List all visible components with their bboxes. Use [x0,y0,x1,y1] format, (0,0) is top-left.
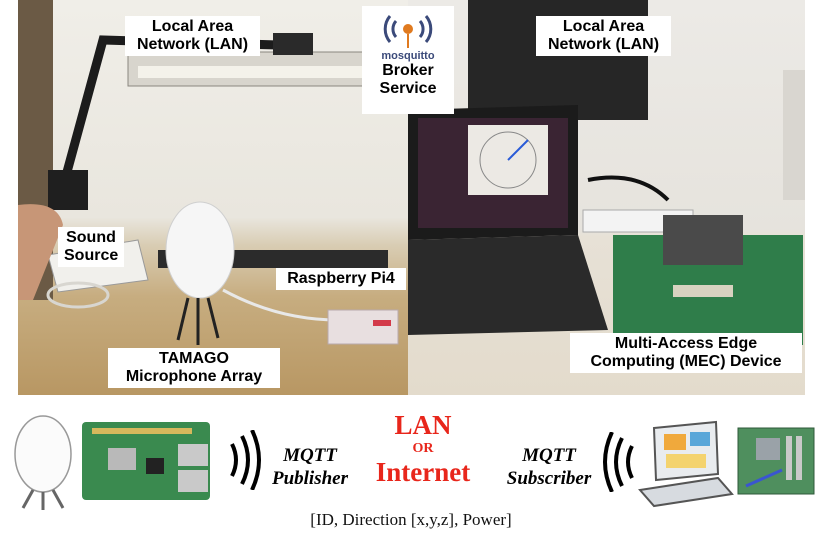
broker-service-box: mosquitto Broker Service [362,6,454,114]
subscriber-line2: Subscriber [506,468,592,489]
mec-line1: Multi-Access Edge [614,335,758,352]
network-label: LAN OR Internet [358,410,488,488]
raspberry-label: Raspberry Pi4 [276,268,406,290]
wall-panel [783,70,805,200]
right-scene-drawing [408,0,805,345]
raspberry-case [327,309,399,345]
left-photo: Local Area Network (LAN) Sound Source Ra… [18,0,408,395]
tamago-egg [165,201,235,299]
subscriber-wave-icon [603,432,634,492]
raspberry-led [373,320,391,326]
egg-microphone-icon [14,415,72,510]
sound-line1: Sound [66,229,116,246]
mosquitto-logo-icon [383,15,433,48]
lan-text: LAN [394,410,452,440]
left-lan-line2: Network (LAN) [136,36,249,53]
broker-line1: Broker [382,62,434,79]
internet-text: Internet [375,457,471,487]
tamago-line1: TAMAGO [159,350,229,367]
right-lan-line1: Local Area [562,18,645,35]
direction-vector [507,139,529,161]
mec-line2: Computing (MEC) Device [590,353,782,370]
tamago-line2: Microphone Array [125,368,263,385]
mosquitto-logo-text: mosquitto [381,50,435,62]
left-lan-line1: Local Area [151,18,234,35]
tripod [176,297,220,345]
power-cable [587,175,670,202]
subscriber-line1: MQTT [522,445,576,466]
or-text: OR [412,441,434,456]
arm-clamp [273,33,313,55]
right-lan-line2: Network (LAN) [547,36,660,53]
mqtt-subscriber-label: MQTT Subscriber [494,444,604,490]
right-photo: Local Area Network (LAN) Multi-Access Ed… [408,0,805,395]
left-scene-drawing [18,0,408,345]
hand [18,204,63,300]
publisher-wave-icon [230,430,261,490]
left-lan-label: Local Area Network (LAN) [125,16,260,56]
sound-source-label: Sound Source [58,227,124,267]
phone-cord [46,281,110,309]
sound-line2: Source [64,247,119,264]
payload-format-label: [ID, Direction [x,y,z], Power] [310,510,512,529]
right-lan-label: Local Area Network (LAN) [536,16,671,56]
laptop-keyboard [408,235,608,335]
raspberry-text: Raspberry Pi4 [287,270,395,287]
light-tube [138,66,408,78]
usb-cable [222,288,339,322]
mqtt-publisher-label: MQTT Publisher [262,444,358,490]
mec-label: Multi-Access Edge Computing (MEC) Device [570,333,802,373]
polar-plot [479,131,537,189]
cpu-fan [663,215,743,265]
laptop-icon [638,420,734,508]
mec-board-icon [737,427,815,495]
arm-base [48,170,88,210]
publisher-line2: Publisher [271,468,349,489]
raspberry-pi-board-icon [82,422,210,500]
ram-slots [673,285,733,297]
broker-line2: Service [379,80,437,97]
tamago-label: TAMAGO Microphone Array [108,348,280,388]
publisher-line1: MQTT [283,445,337,466]
